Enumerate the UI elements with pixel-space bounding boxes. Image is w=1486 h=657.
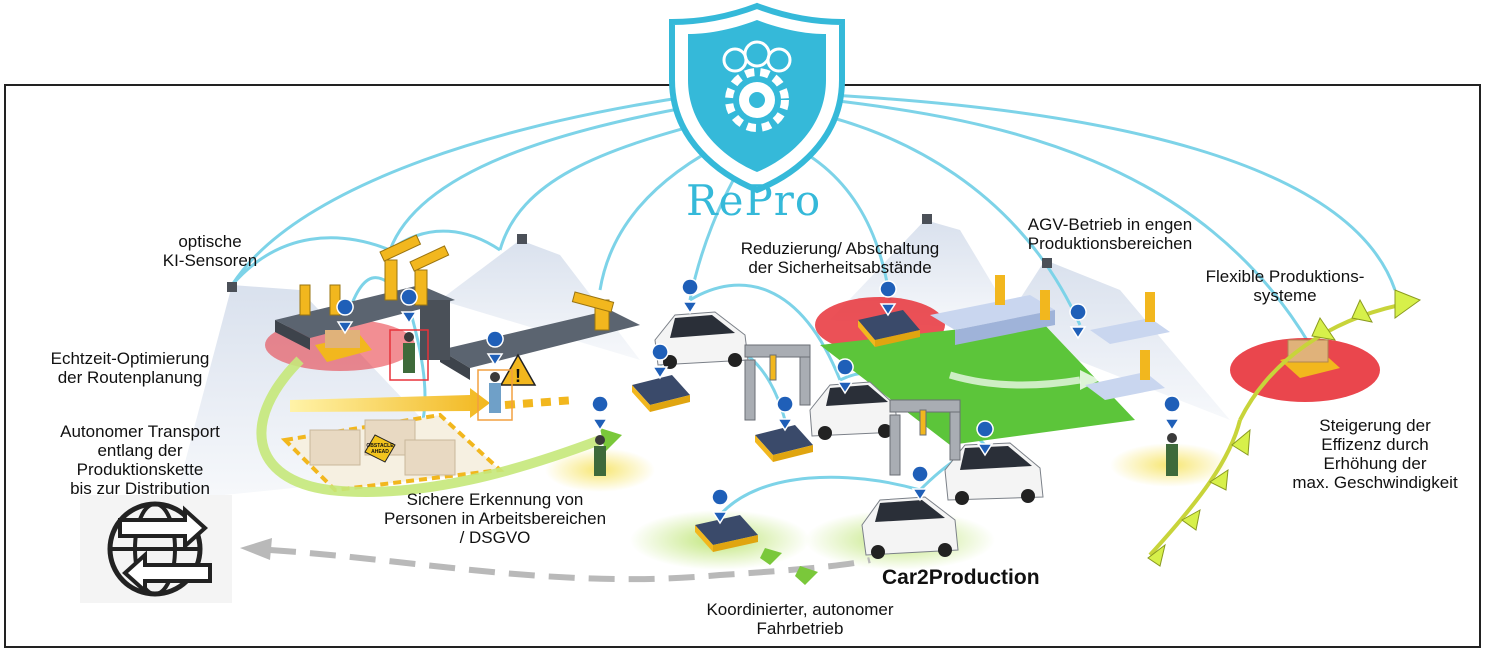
route-arrow [290, 388, 490, 418]
move-arrow [760, 548, 782, 565]
camera-sensor-icon [517, 234, 527, 244]
label-car2production: Car2Production [882, 566, 1040, 589]
location-pin-icon [836, 358, 854, 395]
location-pin-icon [711, 488, 729, 525]
label-optische-sensoren: optische KI-Sensoren [162, 232, 258, 270]
green-curve-arrow [256, 356, 602, 497]
label-agv-betrieb: AGV-Betrieb in engen Produktionsbereiche… [1027, 215, 1193, 253]
agv [858, 310, 920, 347]
location-pin-icon [486, 330, 504, 367]
location-pin-icon [681, 278, 699, 315]
label-autonomer-transport: Autonomer Transport entlang der Produkti… [60, 422, 220, 498]
connector-line [230, 93, 701, 286]
camera-sensor-icon [227, 282, 237, 292]
label-koordinierter-fahrbetrieb: Koordinierter, autonomer Fahrbetrieb [706, 600, 894, 638]
connector-line [498, 118, 716, 251]
agv [755, 425, 813, 462]
pallet-area [280, 412, 505, 493]
workstations [930, 275, 1170, 400]
speed-arrows [1147, 289, 1422, 567]
location-pin-icon [336, 298, 354, 335]
route-dashes [504, 396, 576, 409]
pallet-right [1280, 339, 1340, 378]
floor-arrow [948, 371, 1081, 389]
location-pin-icon [879, 280, 897, 317]
car [944, 442, 1044, 505]
connector-line [829, 93, 1397, 291]
shield-team-gear-icon [669, 2, 845, 194]
brand-name: RePro [686, 176, 822, 225]
gantry-robots [744, 344, 961, 476]
label-sichere-erkennung: Sichere Erkennung von Personen in Arbeit… [383, 490, 607, 547]
location-pin-icon [651, 343, 669, 380]
obstacle-sign-text: AHEAD [371, 449, 389, 455]
location-pin-icon [776, 395, 794, 432]
distribution-return-arrowhead [240, 538, 272, 560]
camera-sensor-icon [1042, 258, 1052, 268]
obstacle-sign-text: OBSTACLE [366, 443, 394, 449]
detection-box [389, 329, 429, 381]
location-pin-icon [976, 420, 994, 457]
agv [695, 515, 758, 552]
label-flexible-produktion: Flexible Produktions- systeme [1205, 267, 1365, 305]
robot-arms-left [299, 234, 615, 331]
distribution-return-arrow [269, 547, 871, 583]
obstacle-sign [364, 434, 396, 463]
globe-distribution-icon [80, 495, 232, 603]
worker-figures [389, 329, 1178, 476]
agvs [632, 310, 920, 552]
camera-sensor-icon [922, 214, 932, 224]
connector-line [718, 475, 921, 516]
svg-text:!: ! [515, 366, 521, 386]
detection-box [477, 369, 513, 421]
camera-sensors [227, 214, 1052, 292]
label-reduzierung: Reduzierung/ Abschaltung der Sicherheits… [740, 239, 940, 277]
location-pin-icon [400, 288, 418, 325]
connector-line [230, 236, 391, 286]
location-pins [336, 278, 1181, 525]
connector-line [799, 108, 1082, 326]
connector-line [388, 103, 701, 251]
car [654, 311, 749, 369]
label-echtzeit-optimierung: Echtzeit-Optimierung der Routenplanung [50, 349, 210, 387]
label-steigerung: Steigerung der Effizenz durch Erhöhung d… [1292, 416, 1458, 492]
location-pin-icon [1069, 303, 1087, 340]
agv [632, 375, 690, 412]
cars [654, 311, 1044, 559]
connector-line [829, 98, 1312, 346]
move-arrow [795, 566, 818, 585]
location-pin-icon [911, 465, 929, 502]
location-pin-icon [591, 395, 609, 432]
location-pin-icon [1163, 395, 1181, 432]
parcel-cart-left [315, 330, 372, 362]
car [861, 496, 959, 559]
